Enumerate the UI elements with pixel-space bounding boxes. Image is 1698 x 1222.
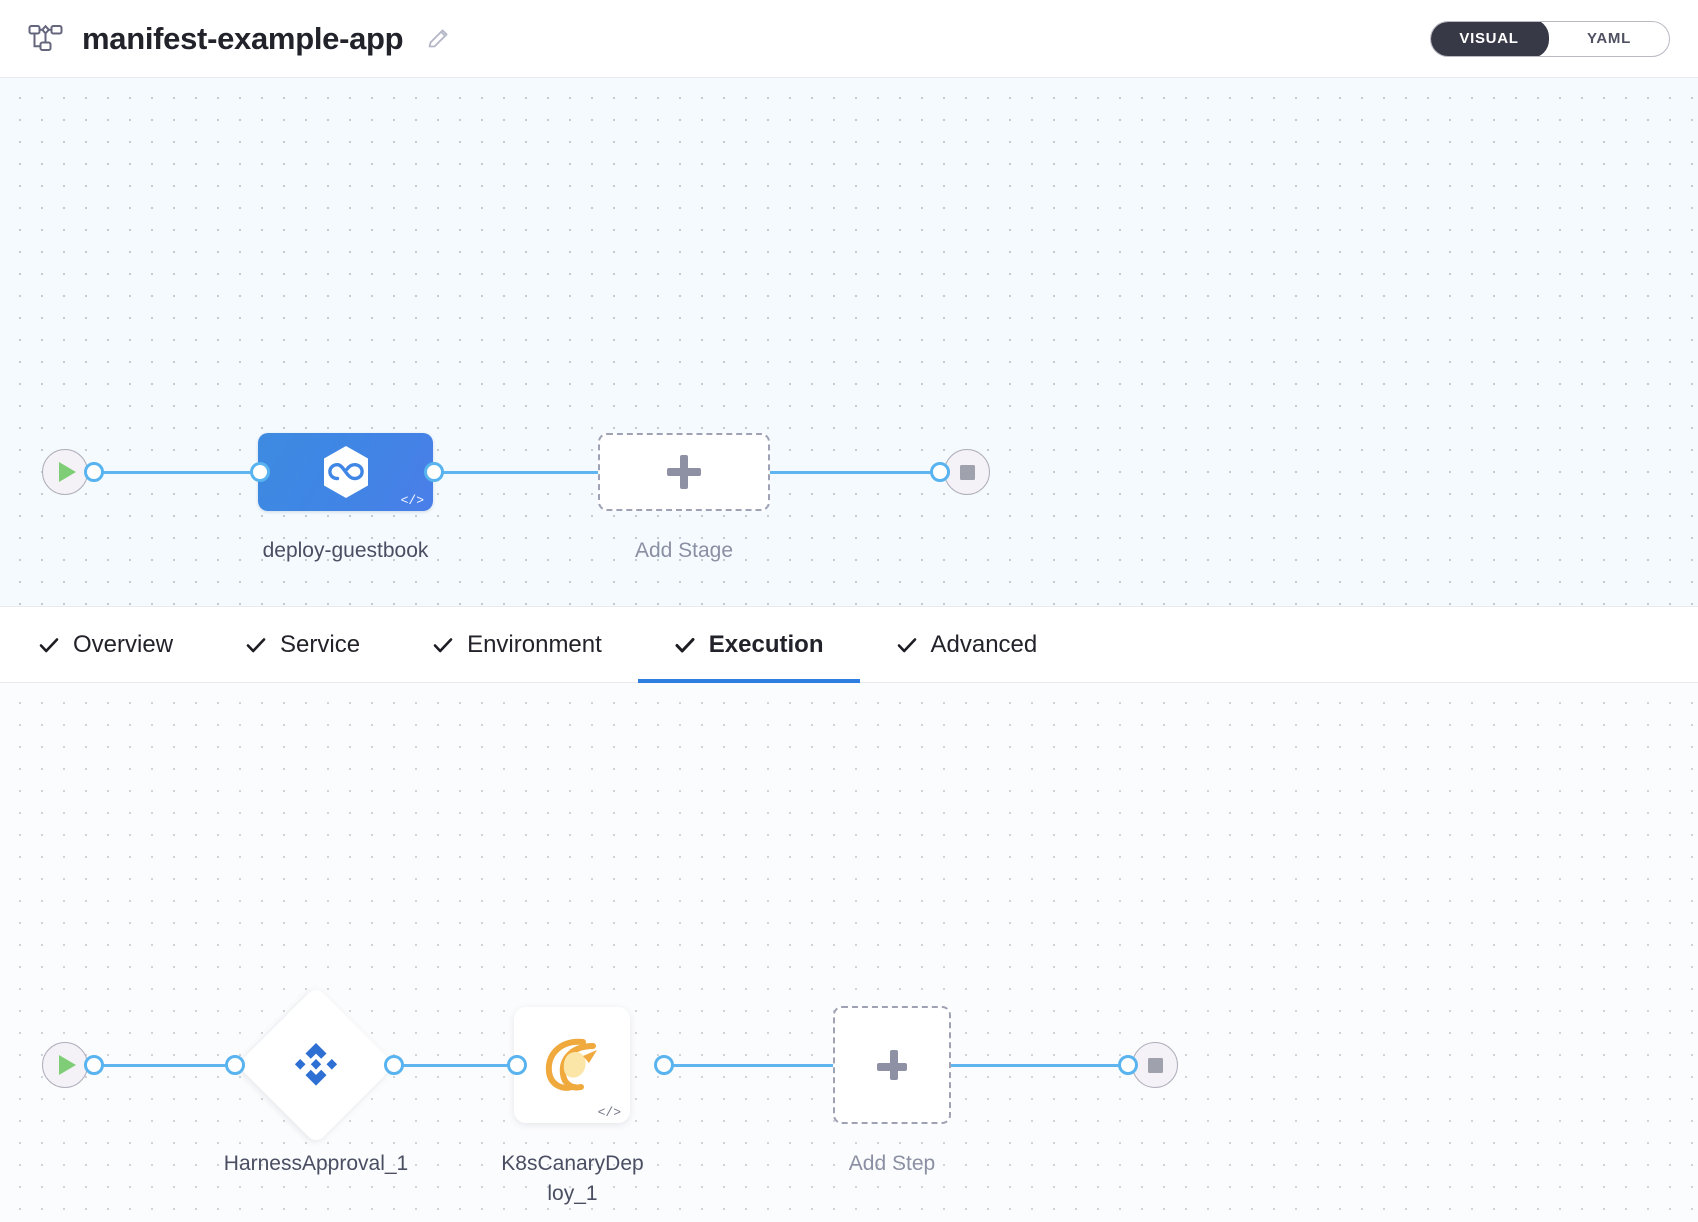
- play-icon: [59, 1055, 76, 1075]
- check-icon: [674, 634, 696, 656]
- execution-graph-canvas[interactable]: </> HarnessApproval_1 K8sCanaryDeploy_1 …: [0, 683, 1698, 1222]
- tab-label: Execution: [708, 630, 824, 658]
- plus-icon: [667, 455, 701, 489]
- edge-deploy-to-add: [660, 1063, 840, 1067]
- port-stage-out[interactable]: [424, 462, 444, 482]
- execution-start-node[interactable]: [42, 1042, 88, 1088]
- stage-config-tabs[interactable]: Overview Service Environment Execution A: [0, 607, 1698, 683]
- mode-option-visual[interactable]: VISUAL: [1430, 21, 1549, 56]
- edge-stage-to-add: [430, 470, 600, 474]
- stage-node-deploy-guestbook[interactable]: </>: [258, 433, 433, 511]
- kubernetes-hex-icon: [319, 443, 373, 501]
- port-exec-end-in[interactable]: [1118, 1055, 1138, 1075]
- add-step-button[interactable]: [833, 1006, 951, 1124]
- pipeline-flow-icon: [26, 19, 66, 59]
- tab-advanced[interactable]: Advanced: [860, 607, 1074, 682]
- add-stage-label: Add Stage: [634, 539, 734, 562]
- tab-environment[interactable]: Environment: [396, 607, 638, 682]
- add-step-label: Add Step: [848, 1152, 936, 1175]
- step-node-k8s-canary-deploy[interactable]: </>: [514, 1007, 630, 1123]
- page-title: manifest-example-app: [82, 21, 404, 56]
- plus-icon: [877, 1050, 907, 1080]
- pipeline-start-node[interactable]: [42, 449, 88, 495]
- check-icon: [896, 634, 918, 656]
- tab-overview[interactable]: Overview: [26, 607, 209, 682]
- port-approval-out[interactable]: [384, 1055, 404, 1075]
- stage-yaml-badge[interactable]: </>: [400, 493, 424, 508]
- check-icon: [38, 634, 60, 656]
- port-deploy-in[interactable]: [507, 1055, 527, 1075]
- port-exec-start-out[interactable]: [84, 1055, 104, 1075]
- add-stage-button[interactable]: [598, 433, 770, 511]
- play-icon: [59, 462, 76, 482]
- edge-start-to-stage: [62, 470, 260, 474]
- port-approval-in[interactable]: [225, 1055, 245, 1075]
- check-icon: [432, 634, 454, 656]
- edge-add-to-end: [940, 1063, 1120, 1067]
- port-deploy-out[interactable]: [654, 1055, 674, 1075]
- edge-add-to-end: [766, 470, 946, 474]
- app-header: manifest-example-app VISUAL YAML: [0, 0, 1698, 78]
- stage-graph-canvas[interactable]: </> deploy-guestbook Add Stage: [0, 78, 1698, 607]
- stop-icon: [959, 464, 975, 480]
- execution-end-node[interactable]: [1132, 1042, 1178, 1088]
- tab-label: Advanced: [930, 630, 1038, 658]
- header-right-group: VISUAL YAML: [1429, 20, 1681, 57]
- canary-bird-icon: [539, 1032, 605, 1099]
- mode-option-yaml[interactable]: YAML: [1587, 30, 1631, 47]
- stage-node-label: deploy-guestbook: [262, 539, 429, 562]
- tab-label: Service: [280, 630, 361, 658]
- tab-label: Environment: [467, 630, 602, 658]
- port-start-out[interactable]: [84, 462, 104, 482]
- tab-label: Overview: [73, 630, 174, 658]
- edge-start-to-approval: [62, 1063, 232, 1067]
- tab-execution[interactable]: Execution: [637, 607, 860, 683]
- step-label-harness-approval: HarnessApproval_1: [223, 1152, 409, 1175]
- check-icon: [245, 634, 267, 656]
- stop-icon: [1147, 1057, 1163, 1073]
- port-end-in[interactable]: [930, 462, 950, 482]
- pencil-edit-icon[interactable]: [423, 24, 453, 54]
- port-stage-in[interactable]: [250, 462, 270, 482]
- edge-approval-to-deploy: [390, 1063, 520, 1067]
- view-mode-toggle[interactable]: VISUAL YAML: [1429, 20, 1670, 57]
- pipeline-end-node[interactable]: [944, 449, 990, 495]
- step-node-harness-approval[interactable]: [236, 985, 396, 1145]
- step-yaml-badge[interactable]: </>: [597, 1105, 621, 1120]
- step-label-k8s-canary-deploy: K8sCanaryDeploy_1: [501, 1152, 644, 1205]
- header-left-group: manifest-example-app: [26, 19, 453, 59]
- harness-approval-icon: [288, 1037, 344, 1093]
- tab-service[interactable]: Service: [209, 607, 396, 682]
